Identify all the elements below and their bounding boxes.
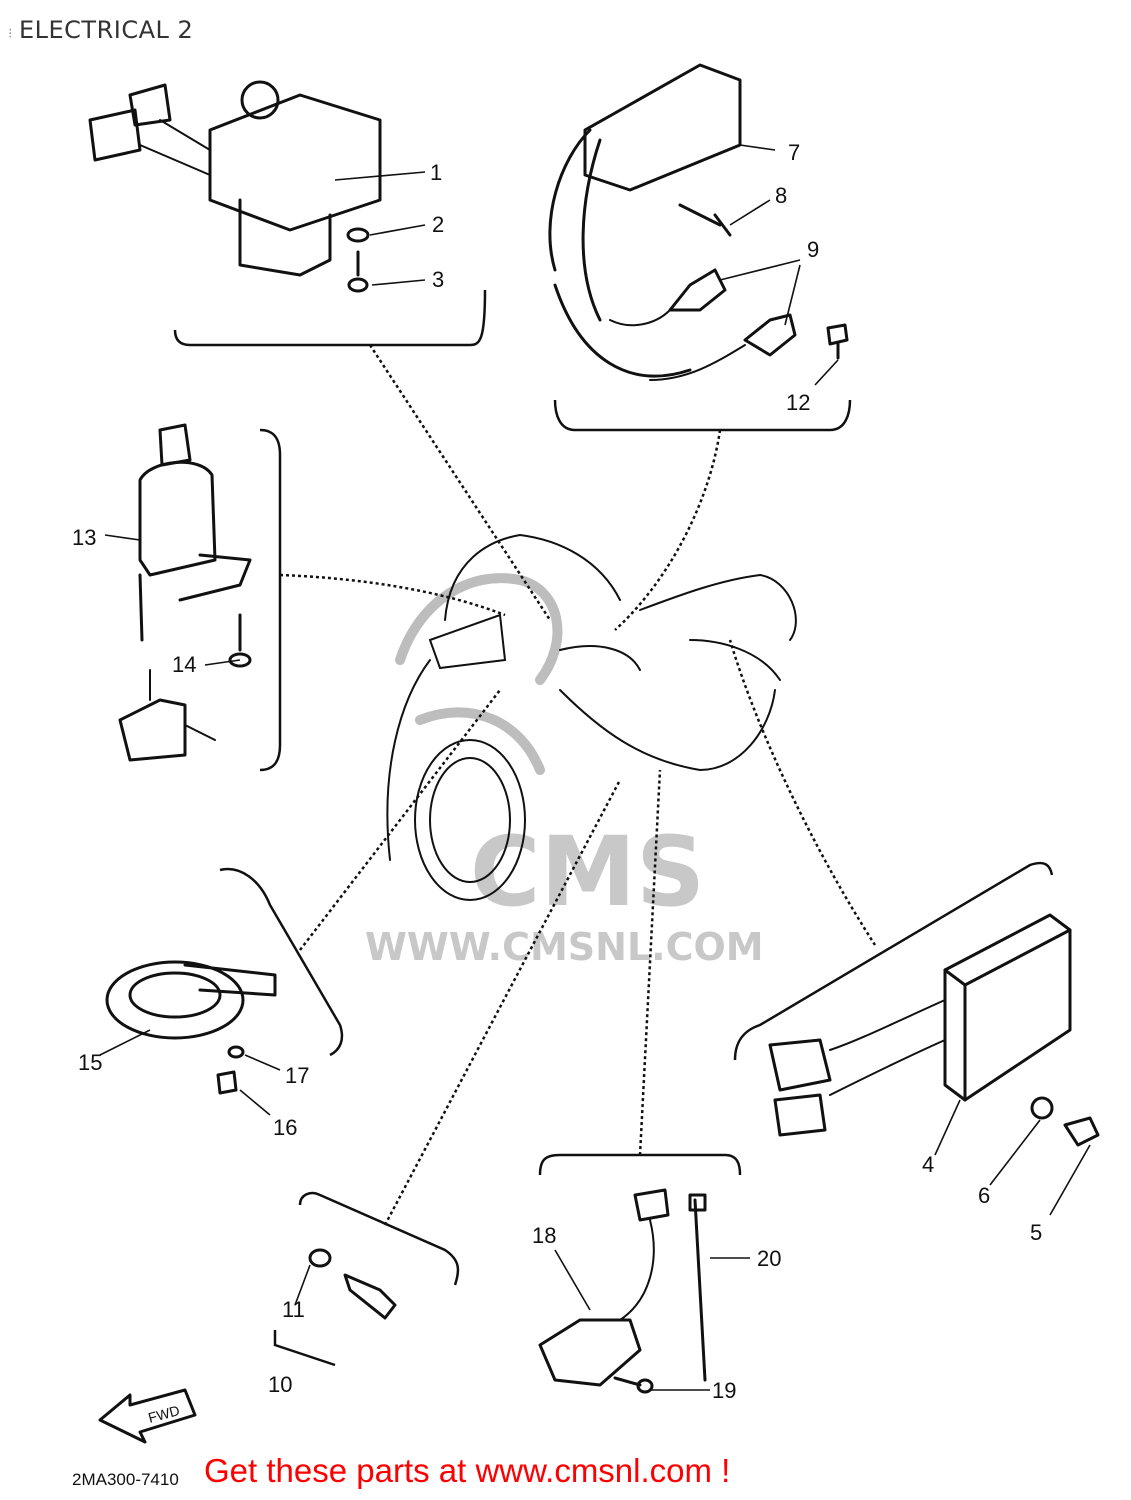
callout-6: 6 — [978, 1183, 990, 1208]
part-1-starter-relay — [88, 80, 382, 277]
callout-19: 19 — [712, 1378, 736, 1403]
part-2-washer — [346, 227, 370, 243]
part-11-washer — [308, 1248, 332, 1268]
connector-line-group-18 — [638, 769, 662, 1156]
part-14-screw — [228, 613, 252, 668]
part-3-screw — [347, 250, 369, 293]
callout-numbers: 1 2 3 4 5 6 7 8 9 10 11 12 13 14 15 16 1… — [72, 140, 1042, 1403]
callout-12: 12 — [786, 390, 810, 415]
connector-line-group-15 — [299, 689, 501, 951]
part-8-bolt — [678, 203, 732, 237]
watermark-brand: CMS — [470, 816, 705, 928]
bracket-group-7 — [553, 399, 852, 432]
title-text: ELECTRICAL 2 — [18, 16, 194, 44]
callout-15: 15 — [78, 1050, 102, 1075]
callout-9: 9 — [807, 237, 819, 262]
diagram-code: 2MA300-7410 — [72, 1470, 179, 1489]
callout-7: 7 — [788, 140, 800, 165]
part-18-sensor — [538, 1188, 670, 1387]
callout-4: 4 — [922, 1152, 934, 1177]
part-15-horn — [105, 960, 277, 1040]
part-16-bolt — [216, 1070, 238, 1095]
part-13-main-switch — [118, 423, 252, 762]
part-6-washer — [1030, 1096, 1054, 1120]
callout-3: 3 — [432, 267, 444, 292]
page-title: ⁝ ELECTRICAL 2 — [8, 16, 193, 44]
callout-11: 11 — [282, 1297, 305, 1322]
bracket-part-10 — [273, 1330, 336, 1367]
bracket-group-4 — [733, 861, 1054, 1061]
part-10-bolt — [343, 1273, 397, 1320]
part-12-clamp — [826, 323, 849, 360]
part-17-nut — [227, 1045, 245, 1059]
callout-1: 1 — [430, 160, 442, 185]
part-20-cable-band — [688, 1193, 707, 1382]
connector-line-group-13 — [279, 573, 506, 617]
callout-10: 10 — [268, 1372, 292, 1397]
callout-18: 18 — [532, 1223, 556, 1248]
part-4-cdi-unit — [768, 913, 1072, 1137]
bracket-group-10 — [298, 1191, 460, 1286]
connector-line-group-1 — [368, 344, 552, 621]
bracket-group-18 — [538, 1153, 742, 1176]
bracket-group-13 — [259, 428, 282, 772]
callout-20: 20 — [757, 1246, 781, 1271]
promo-banner: Get these parts at www.cmsnl.com ! — [204, 1452, 731, 1489]
part-9-plug-caps — [609, 268, 797, 381]
callout-8: 8 — [775, 183, 787, 208]
connector-line-group-4 — [728, 639, 877, 946]
part-19-screw — [613, 1376, 654, 1394]
callout-2: 2 — [432, 212, 444, 237]
callout-13: 13 — [72, 525, 96, 550]
fwd-arrow-icon: FWD — [98, 1388, 197, 1444]
callout-5: 5 — [1030, 1220, 1042, 1245]
callout-14: 14 — [172, 652, 196, 677]
fwd-label: FWD — [146, 1402, 181, 1426]
bracket-group-15 — [219, 867, 344, 1057]
callout-16: 16 — [273, 1115, 297, 1140]
bracket-group-1 — [173, 289, 487, 347]
leader-lines — [99, 144, 1091, 1391]
motorcycle-outline — [386, 533, 797, 901]
watermark-url: WWW.CMSNL.COM — [365, 925, 764, 969]
part-5-screw — [1063, 1116, 1100, 1147]
callout-17: 17 — [285, 1063, 309, 1088]
title-mark: ⁝ — [8, 26, 13, 42]
